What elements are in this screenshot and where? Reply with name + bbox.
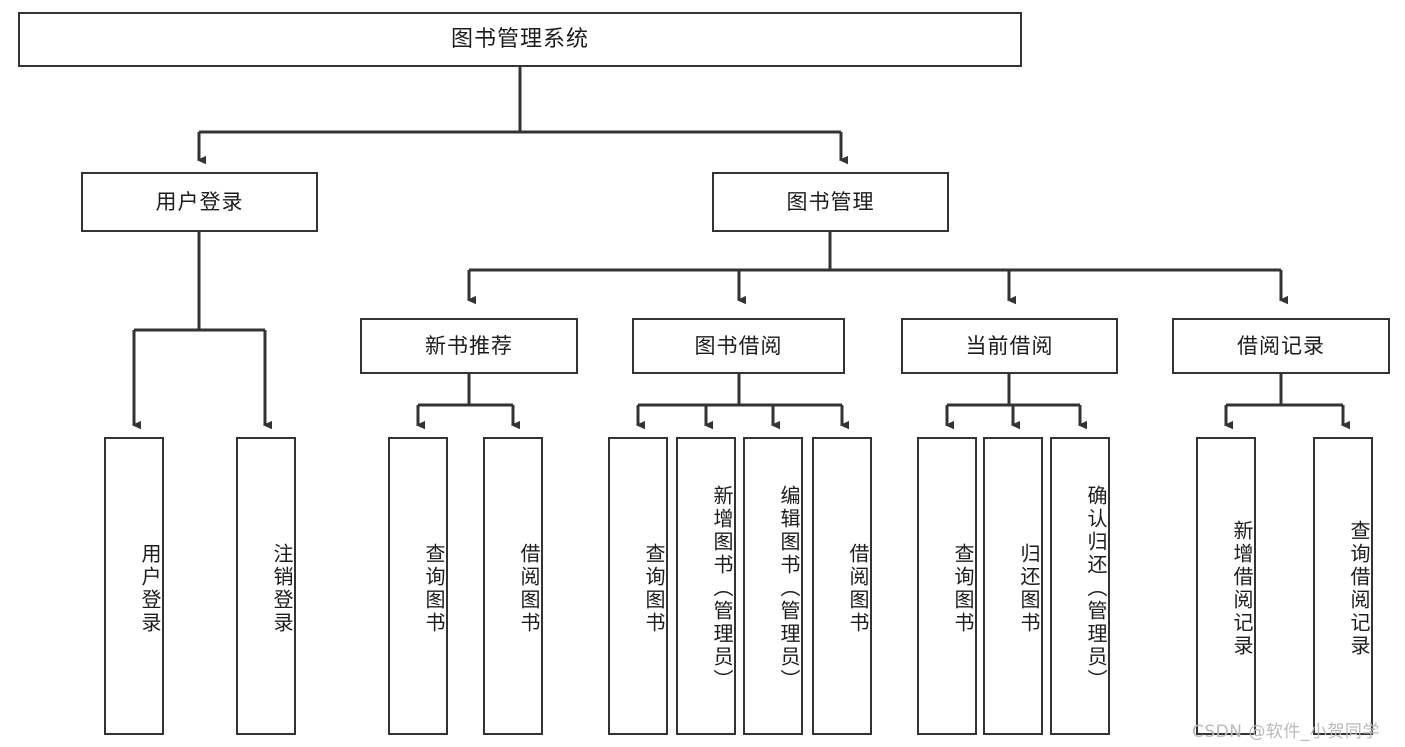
node-leaf-user-login[interactable]: 用户登录 [104,437,164,735]
node-label: 归还图书 [1017,543,1041,635]
node-label: 借阅图书 [517,543,541,635]
node-label: 新书推荐 [425,333,513,358]
node-leaf-return-book[interactable]: 归还图书 [983,437,1043,735]
node-label: 借阅记录 [1237,333,1325,358]
node-new-book-recommend[interactable]: 新书推荐 [360,318,578,374]
node-label: 查询图书 [422,543,446,635]
node-label: 当前借阅 [965,333,1054,358]
node-label: 用户登录 [155,189,244,214]
node-label: 图书管理 [786,189,875,214]
node-leaf-user-logout[interactable]: 注销登录 [236,437,296,735]
node-label: 查询图书 [642,543,666,635]
node-leaf-add-record[interactable]: 新增借阅记录 [1196,437,1256,735]
node-leaf-query-book-1[interactable]: 查询图书 [388,437,448,735]
node-label: 借阅图书 [846,543,870,635]
node-leaf-query-book-2[interactable]: 查询图书 [608,437,668,735]
watermark: CSDN @软件_小贺同学 [1192,722,1380,742]
node-leaf-edit-book[interactable]: 编辑图书（管理员） [743,437,803,735]
node-root-system[interactable]: 图书管理系统 [18,12,1022,67]
node-leaf-borrow-book-1[interactable]: 借阅图书 [483,437,543,735]
node-label: 新增借阅记录 [1230,520,1254,658]
node-user-login[interactable]: 用户登录 [81,172,318,232]
node-label: 注销登录 [270,543,294,635]
node-label: 用户登录 [138,543,162,635]
node-leaf-query-record[interactable]: 查询借阅记录 [1313,437,1373,735]
node-current-borrow[interactable]: 当前借阅 [901,318,1118,374]
node-label: 新增图书（管理员） [710,484,734,692]
node-book-borrow[interactable]: 图书借阅 [632,318,845,374]
node-label: 查询图书 [951,543,975,635]
node-label: 确认归还（管理员） [1084,484,1108,692]
node-label: 编辑图书（管理员） [777,484,801,692]
node-book-management[interactable]: 图书管理 [712,172,949,232]
node-label: 图书管理系统 [450,26,589,52]
node-leaf-borrow-book-2[interactable]: 借阅图书 [812,437,872,735]
node-label: 查询借阅记录 [1347,520,1371,658]
node-leaf-query-book-3[interactable]: 查询图书 [917,437,977,735]
node-borrow-record[interactable]: 借阅记录 [1172,318,1390,374]
node-label: 图书借阅 [694,333,783,358]
node-leaf-confirm-return[interactable]: 确认归还（管理员） [1050,437,1110,735]
node-leaf-add-book[interactable]: 新增图书（管理员） [676,437,736,735]
